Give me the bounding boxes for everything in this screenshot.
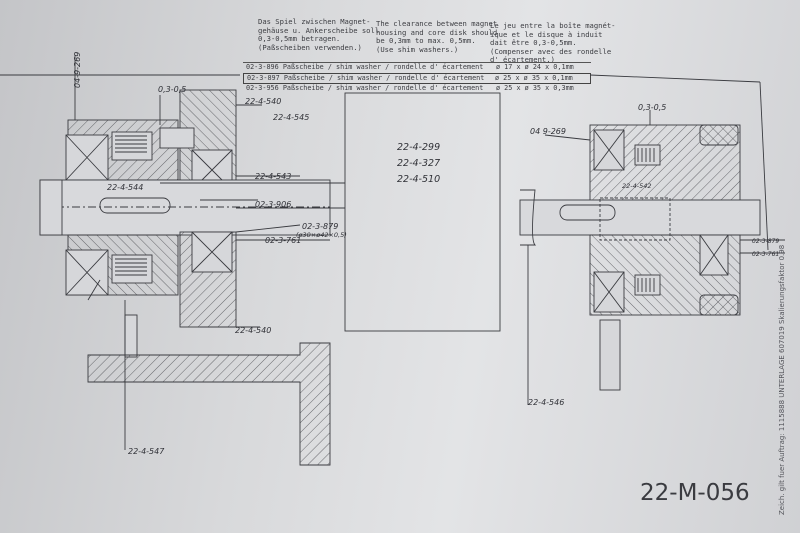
label-22-4-327: 22-4-327 xyxy=(397,158,440,169)
shaft-break-box xyxy=(344,92,501,332)
label-22-4-542: 22-4-542 xyxy=(622,182,652,190)
label-22-4-540-top: 22-4-540 xyxy=(245,97,281,106)
note-french: Le jeu entre la boîte magnét-ique et le … xyxy=(490,21,616,65)
label-02-3-761: 02-3-761 xyxy=(265,236,301,245)
label-bearing-left: 04-9-269 xyxy=(73,52,82,88)
label-gap-right: 0,3-0,5 xyxy=(638,103,666,112)
label-22-4-540-bottom: 22-4-540 xyxy=(235,326,271,335)
label-22-4-544: 22-4-544 xyxy=(107,183,143,192)
right-clutch-section xyxy=(519,124,761,405)
note-german: Das Spiel zwischen Magnet-gehäuse u. Ank… xyxy=(258,17,380,52)
label-02-3-761-right: 02-3-761 xyxy=(752,251,779,258)
left-clutch-section xyxy=(39,89,331,466)
shim-size: ø 17 x ø 24 x 0,1mm xyxy=(496,63,574,71)
shim-size: ø 25 x ø 35 x 0,3mm xyxy=(496,84,574,92)
table-row: 02-3-897 Paßscheibe / shim washer / rond… xyxy=(243,72,591,84)
label-22-4-543: 22-4-543 xyxy=(255,172,291,181)
shim-size: ø 25 x ø 35 x 0,1mm xyxy=(495,73,573,82)
table-row: 02-3-896 Paßscheibe / shim washer / rond… xyxy=(243,63,591,73)
label-22-4-299: 22-4-299 xyxy=(397,142,440,153)
label-22-4-510: 22-4-510 xyxy=(397,174,440,185)
label-bearing-right: 04 9-269 xyxy=(530,127,566,136)
label-02-3-906: 02-3-906 xyxy=(255,200,291,209)
label-02-3-879-size: (ø30×ø42×0,5) xyxy=(296,231,347,239)
shim-washer-table: 02-3-896 Paßscheibe / shim washer / rond… xyxy=(243,62,591,94)
shim-desc: 02-3-896 Paßscheibe / shim washer / rond… xyxy=(246,63,484,71)
shim-desc: 02-3-956 Paßscheibe / shim washer / rond… xyxy=(246,84,484,92)
table-row: 02-3-956 Paßscheibe / shim washer / rond… xyxy=(243,84,591,94)
label-02-3-879-right: 02-3-879 xyxy=(752,238,779,245)
shim-desc: 02-3-897 Paßscheibe / shim washer / rond… xyxy=(247,73,485,82)
label-22-4-546: 22-4-546 xyxy=(528,398,564,407)
side-note: Zeich. gilt fuer Auftrag: 1115888 UNTERL… xyxy=(778,244,786,515)
drawing-number: 22-M-056 xyxy=(640,480,750,506)
label-gap-left: 0,3-0,5 xyxy=(158,85,186,94)
label-22-4-545: 22-4-545 xyxy=(273,113,309,122)
label-22-4-547: 22-4-547 xyxy=(128,447,165,456)
label-02-3-879: 02-3-879 xyxy=(302,222,338,231)
